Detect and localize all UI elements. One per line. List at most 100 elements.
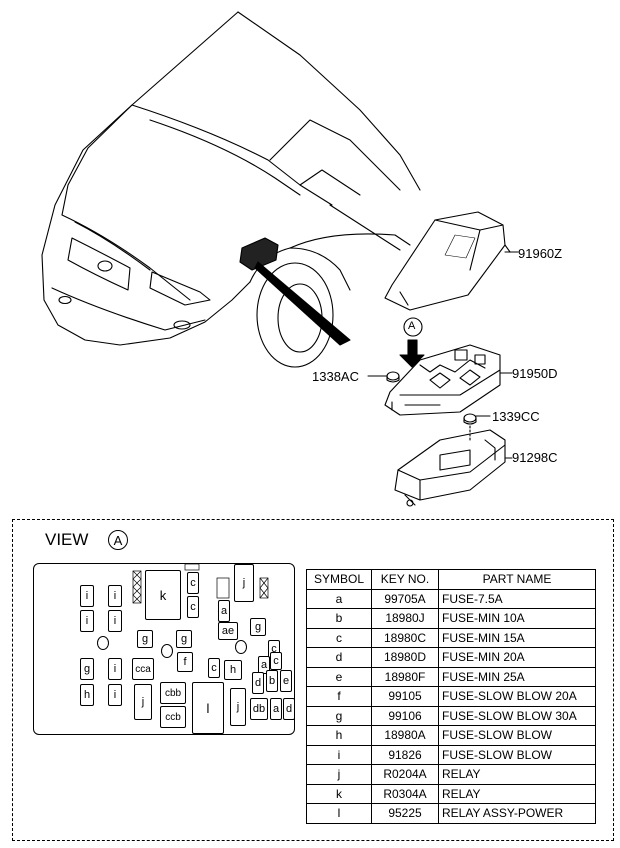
fuse-slot: cbb <box>160 682 186 704</box>
fuse-slot: db <box>250 698 268 720</box>
cell-symbol: i <box>306 744 372 765</box>
cell-symbol: c <box>306 627 372 648</box>
fuse-slot: b <box>266 670 278 692</box>
callout-fuse-block: 91950D <box>512 366 558 381</box>
cell-key: 18980C <box>371 627 439 648</box>
fuse-slot: a <box>218 600 230 622</box>
fuse-slot: g <box>137 630 153 648</box>
callout-nut-2: 1339CC <box>492 409 540 424</box>
fuse-slot: i <box>80 585 94 607</box>
fuse-block-part <box>384 344 501 416</box>
cell-key: 18980J <box>371 608 439 629</box>
cell-symbol: k <box>306 783 372 804</box>
fuse-slot: ae <box>218 622 238 640</box>
column-header-key: KEY NO. <box>371 569 439 590</box>
view-title: VIEW <box>45 530 89 549</box>
view-arrow <box>399 317 425 368</box>
cell-symbol: b <box>306 608 372 629</box>
cell-name: FUSE-SLOW BLOW <box>438 744 596 765</box>
fuse-slot: g <box>250 618 266 636</box>
cover-part <box>384 211 511 311</box>
cell-name: RELAY <box>438 764 596 785</box>
column-header-part-name: PART NAME <box>438 569 596 590</box>
fuse-slot: i <box>108 585 122 607</box>
cell-key: R0204A <box>371 764 439 785</box>
cell-symbol: a <box>306 588 372 609</box>
nut-1339cc <box>463 413 477 441</box>
cell-key: 99705A <box>371 588 439 609</box>
fuse-slot: c <box>270 652 282 670</box>
callout-bracket: 91298C <box>512 450 558 465</box>
exploded-view-illustration <box>41 11 519 507</box>
fuse-slot: a <box>258 656 270 674</box>
socket-circle <box>97 636 109 650</box>
view-marker-circle: A <box>108 530 128 550</box>
fuse-block-in-vehicle <box>239 237 279 271</box>
fuse-slot: g <box>80 658 94 680</box>
relay-slot: k <box>145 570 181 620</box>
relay-assy-slot: l <box>192 682 224 734</box>
view-a-panel: VIEW A i i i i k c c j a ae g g g c g i … <box>12 519 614 841</box>
vehicle-outline <box>41 11 421 368</box>
fuse-slot: f <box>177 652 193 672</box>
column-header-symbol: SYMBOL <box>306 569 372 590</box>
fuse-slot: g <box>176 630 192 648</box>
cell-key: 99105 <box>371 686 439 707</box>
fuse-slot: i <box>108 658 122 680</box>
cell-name: FUSE-MIN 10A <box>438 608 596 629</box>
fuse-slot: i <box>80 610 94 632</box>
bracket-part <box>394 429 506 507</box>
view-marker-label: A <box>408 320 416 332</box>
cell-name: RELAY <box>438 783 596 804</box>
fuse-slot: a <box>270 698 282 720</box>
cell-name: RELAY ASSY-POWER <box>438 803 596 824</box>
fuse-slot: ccb <box>160 706 186 728</box>
callout-nut: 1338AC <box>312 369 359 384</box>
fuse-slot: h <box>224 660 242 680</box>
cell-symbol: f <box>306 686 372 707</box>
cell-key: 99106 <box>371 705 439 726</box>
cell-key: 18980F <box>371 666 439 687</box>
cell-name: FUSE-MIN 20A <box>438 647 596 668</box>
cell-key: R0304A <box>371 783 439 804</box>
fuse-slot: d <box>283 698 295 720</box>
cell-key: 18980D <box>371 647 439 668</box>
relay-slot: j <box>230 688 246 726</box>
fuse-slot: cca <box>132 658 154 680</box>
cell-symbol: g <box>306 705 372 726</box>
blank-slot-marks <box>132 564 269 604</box>
cell-key: 91826 <box>371 744 439 765</box>
fuse-slot: e <box>280 670 292 692</box>
callout-cover: 91960Z <box>518 246 563 261</box>
cell-name: FUSE-MIN 15A <box>438 627 596 648</box>
cell-name: FUSE-MIN 25A <box>438 666 596 687</box>
cell-key: 95225 <box>371 803 439 824</box>
fuse-slot: i <box>108 684 122 706</box>
cell-symbol: e <box>306 666 372 687</box>
fuse-slot: c <box>187 572 199 594</box>
fuse-layout-diagram: i i i i k c c j a ae g g g c g i cca f c… <box>33 563 295 735</box>
cell-key: 18980A <box>371 725 439 746</box>
socket-circle <box>161 644 173 658</box>
fuse-slot: c <box>208 658 220 678</box>
cell-name: FUSE-SLOW BLOW <box>438 725 596 746</box>
cell-symbol: h <box>306 725 372 746</box>
cell-name: FUSE-7.5A <box>438 588 596 609</box>
cell-symbol: d <box>306 647 372 668</box>
nut-1338ac <box>386 371 400 383</box>
cell-symbol: j <box>306 764 372 785</box>
fuse-slot: d <box>252 672 264 694</box>
fuse-slot: c <box>187 596 199 618</box>
cell-name: FUSE-SLOW BLOW 20A <box>438 686 596 707</box>
